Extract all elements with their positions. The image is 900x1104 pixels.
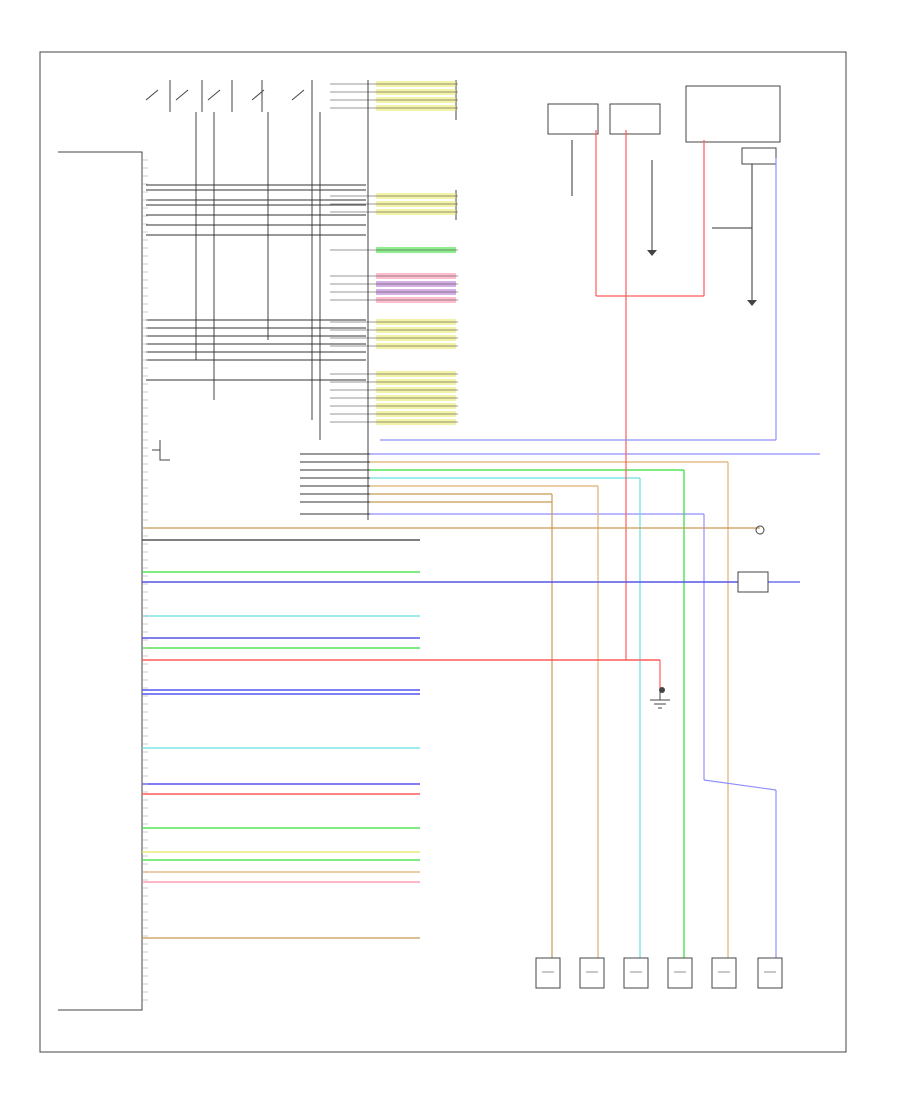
ground-point-g1 <box>755 525 765 535</box>
bottom-component-1 <box>535 957 561 989</box>
component-layer <box>535 250 783 989</box>
bottom-component-2 <box>579 957 605 989</box>
bottom-component-6 <box>757 957 783 989</box>
control-module-outline <box>58 151 143 1011</box>
ground-triangle-1 <box>747 300 757 306</box>
ground-symbol <box>650 699 670 709</box>
ignition-relay-box <box>609 103 661 135</box>
top-switch-group <box>145 80 313 112</box>
bottom-component-4 <box>667 957 693 989</box>
relay-connector <box>741 147 777 165</box>
switch-bus-lines <box>195 112 321 440</box>
main-relay-box <box>547 103 599 135</box>
blue-diagonal <box>703 779 777 791</box>
underhood-fuse-box <box>685 85 781 143</box>
wire-layer <box>142 81 820 1001</box>
diagram-frame <box>39 51 847 1053</box>
ground-triangle-2 <box>647 250 657 256</box>
fuse-relay-symbol <box>152 440 170 461</box>
bottom-component-3 <box>623 957 649 989</box>
bottom-component-5 <box>711 957 737 989</box>
inline-connector-c1 <box>737 571 769 593</box>
